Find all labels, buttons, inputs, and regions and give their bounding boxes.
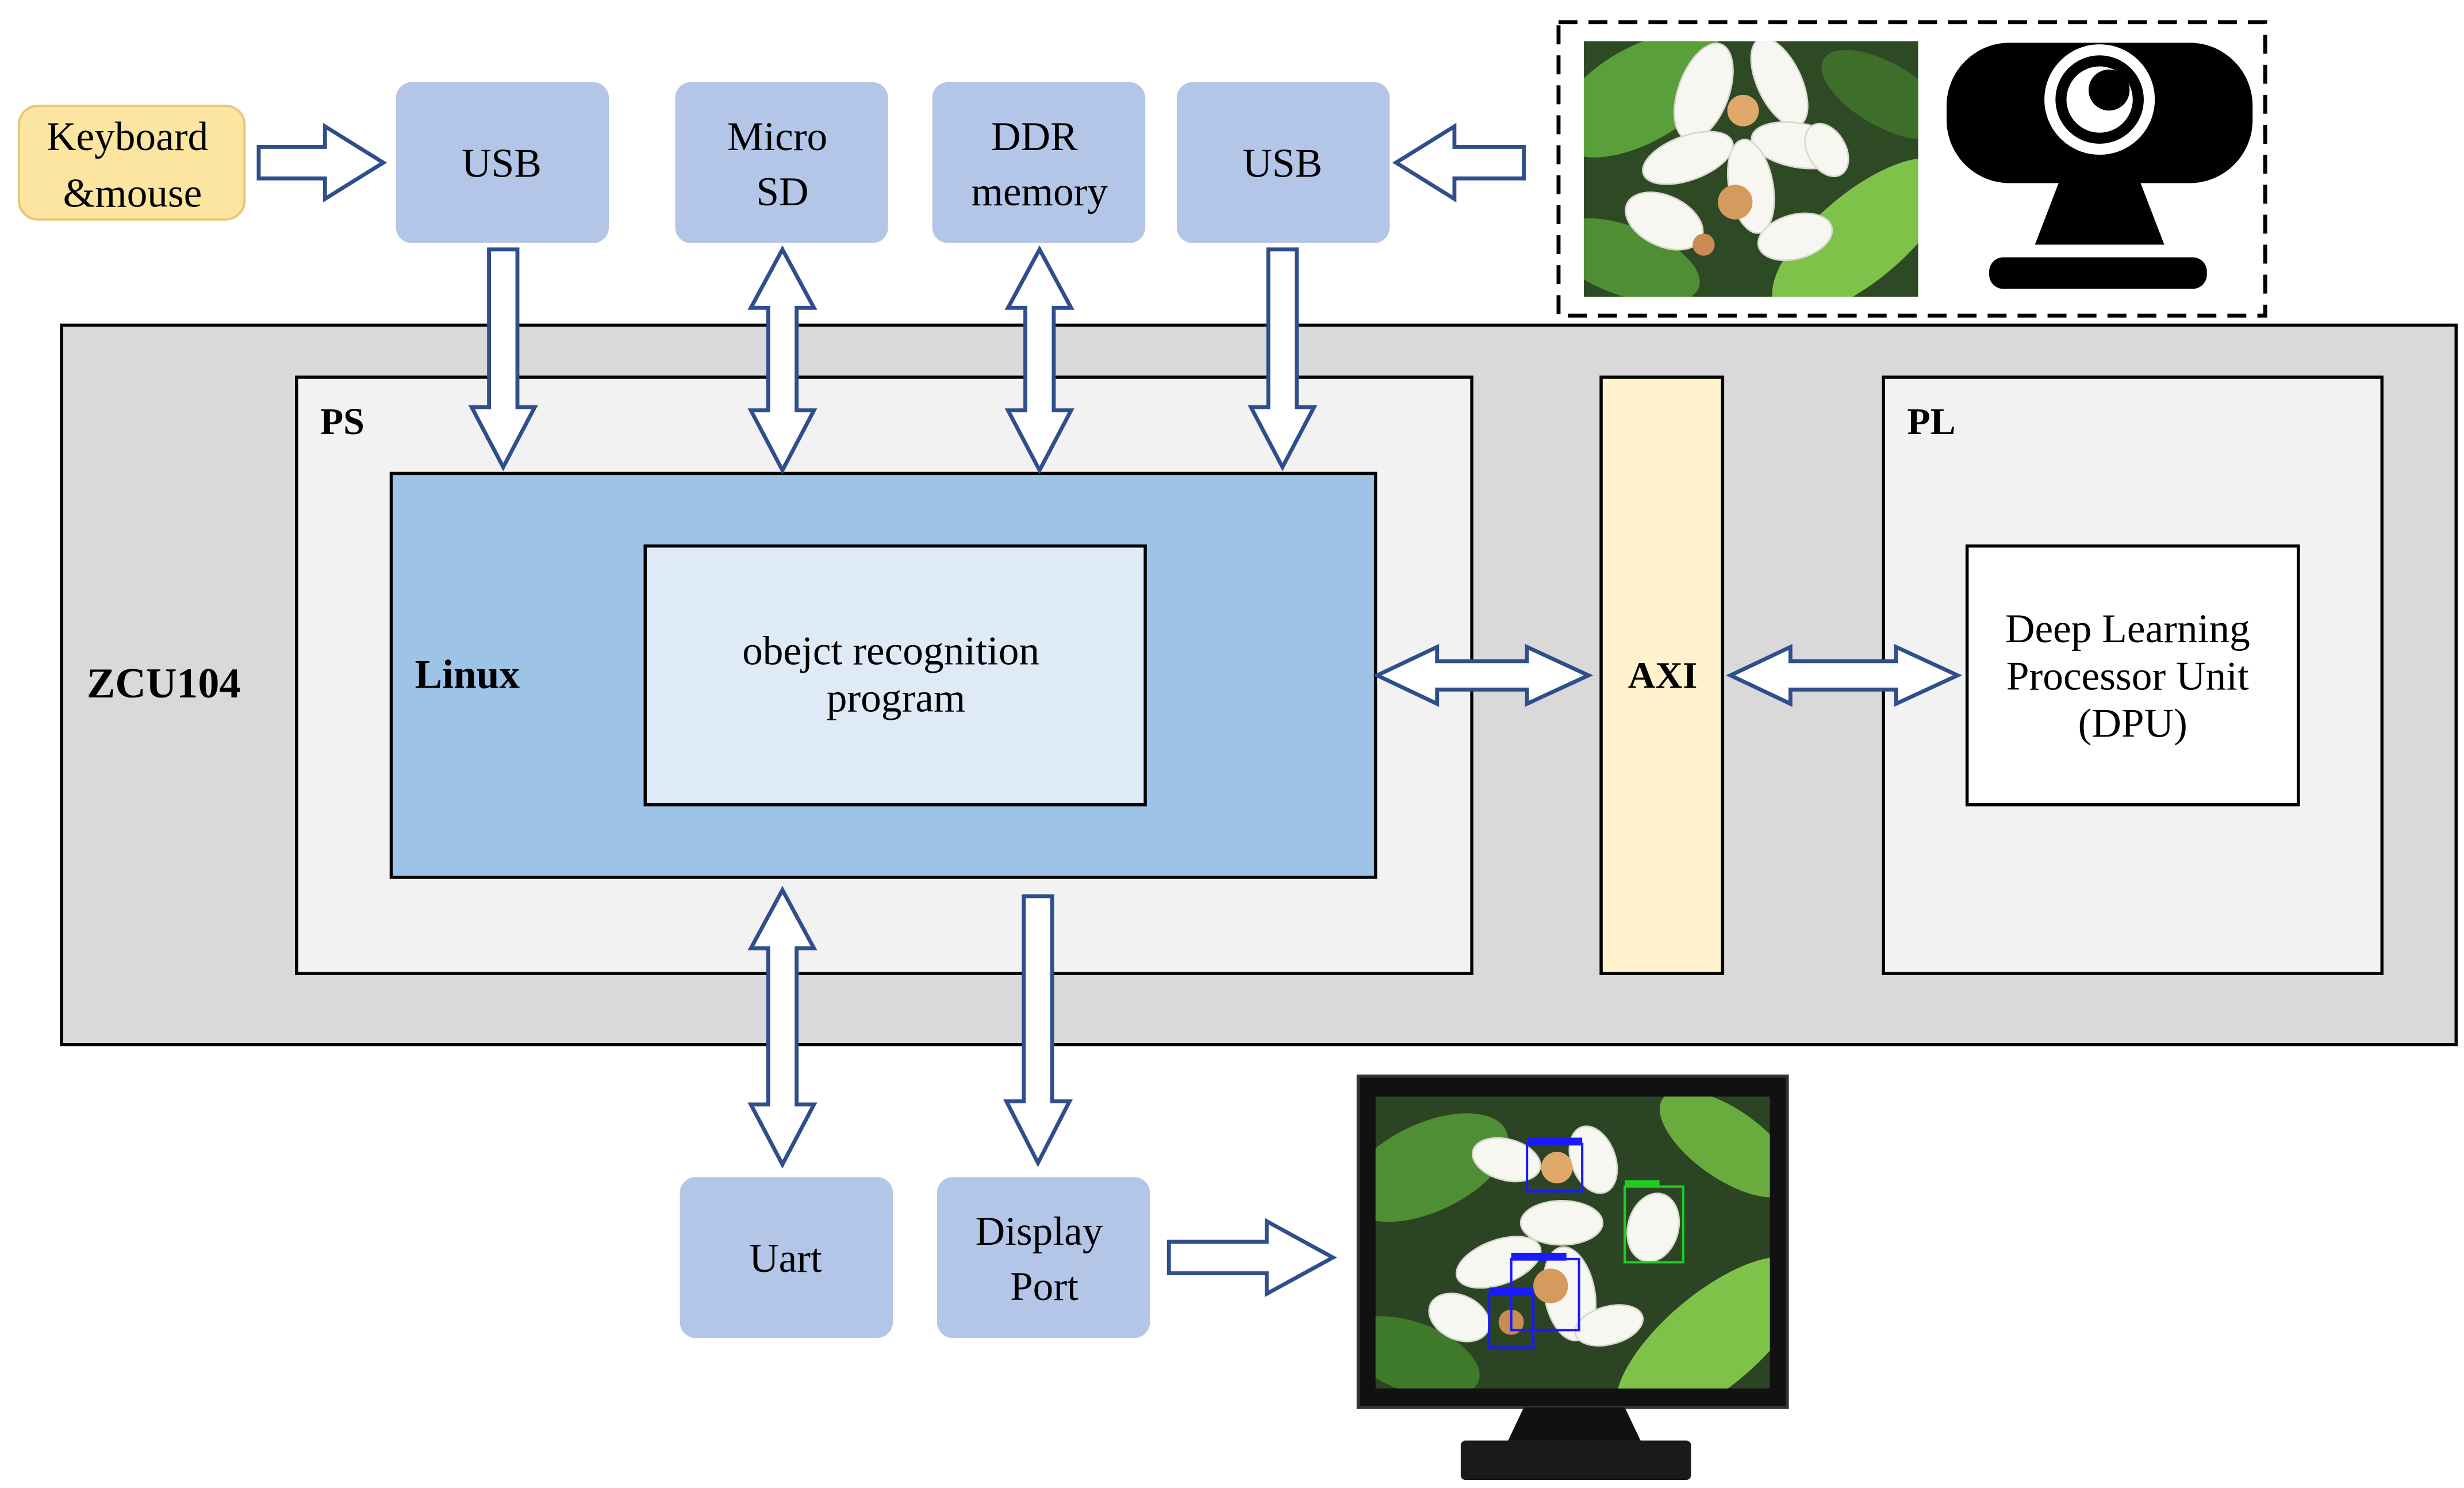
flower-photo [1583,41,1918,297]
linux-label: Linux [415,652,520,697]
camera-input-group [1556,20,2267,318]
usb-right-label: USB [1242,141,1322,186]
uart-label: Uart [749,1236,822,1281]
display-port-label: Display Port [976,1209,1114,1309]
camera-icon [1946,43,2253,289]
usb-left-box [396,82,609,243]
arrow-axi-dpu [1726,643,1963,707]
micro-sd-label: Micro SD [727,114,838,214]
dpu-block [1965,544,2300,807]
ps-label: PS [320,401,364,443]
display-port-box [937,1177,1150,1339]
object-recognition-program [643,544,1147,807]
pl-label: PL [1907,401,1955,443]
arrow-camera-to-usb [1392,122,1526,203]
arrow-usbright-to-linux [1248,247,1318,471]
flower-detection-photo [1375,1096,1770,1389]
keyboard-mouse-label: Keyboard &mouse [47,114,218,216]
ddr-memory-box [932,82,1146,243]
usb-right-box [1176,82,1390,243]
arrow-displayport-to-monitor [1166,1218,1337,1298]
board-label: ZCU104 [87,660,241,707]
arrow-linux-uart [747,885,818,1169]
arrow-keyboard-to-usb [256,122,387,203]
arrow-microsd-linux [747,245,818,475]
arrow-linux-axi [1372,643,1594,707]
ddr-memory-label: DDR memory [971,114,1108,214]
arrow-linux-to-displayport [1003,894,1073,1168]
program-label: obejct recognition program [742,628,1050,720]
axi-label: AXI [1628,655,1698,697]
axi-bus [1599,375,1725,975]
micro-sd-box [675,82,888,243]
uart-box [680,1177,893,1339]
dpu-label: Deep Learning Processor Unit (DPU) [2005,606,2260,746]
keyboard-mouse-box [17,105,246,221]
usb-left-label: USB [462,141,542,186]
arrow-usb-to-linux [468,247,538,471]
arrow-ddr-linux [1004,245,1074,475]
